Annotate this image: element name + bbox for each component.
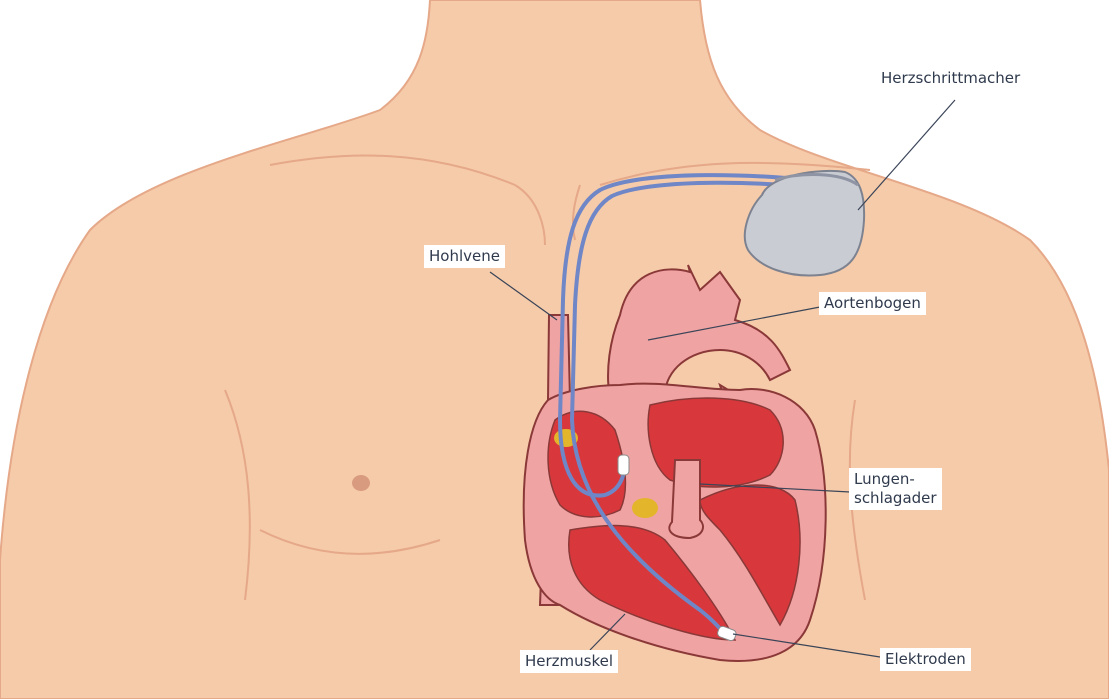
label-pulmonary-artery-line2: schlagader: [854, 489, 937, 508]
label-electrodes: Elektroden: [880, 648, 971, 671]
left-atrium: [648, 398, 783, 487]
av-node: [632, 498, 658, 518]
label-pacemaker: Herzschrittmacher: [876, 67, 1025, 90]
label-pulmonary-artery-line1: Lungen-: [854, 470, 937, 489]
label-aortic-arch: Aortenbogen: [819, 292, 926, 315]
label-vena-cava: Hohlvene: [424, 245, 505, 268]
label-heart-muscle: Herzmuskel: [520, 650, 618, 673]
electrode-atrial: [618, 455, 629, 475]
pulmonary-artery: [669, 460, 703, 538]
nipple: [352, 475, 370, 491]
label-pulmonary-artery: Lungen- schlagader: [849, 468, 942, 510]
